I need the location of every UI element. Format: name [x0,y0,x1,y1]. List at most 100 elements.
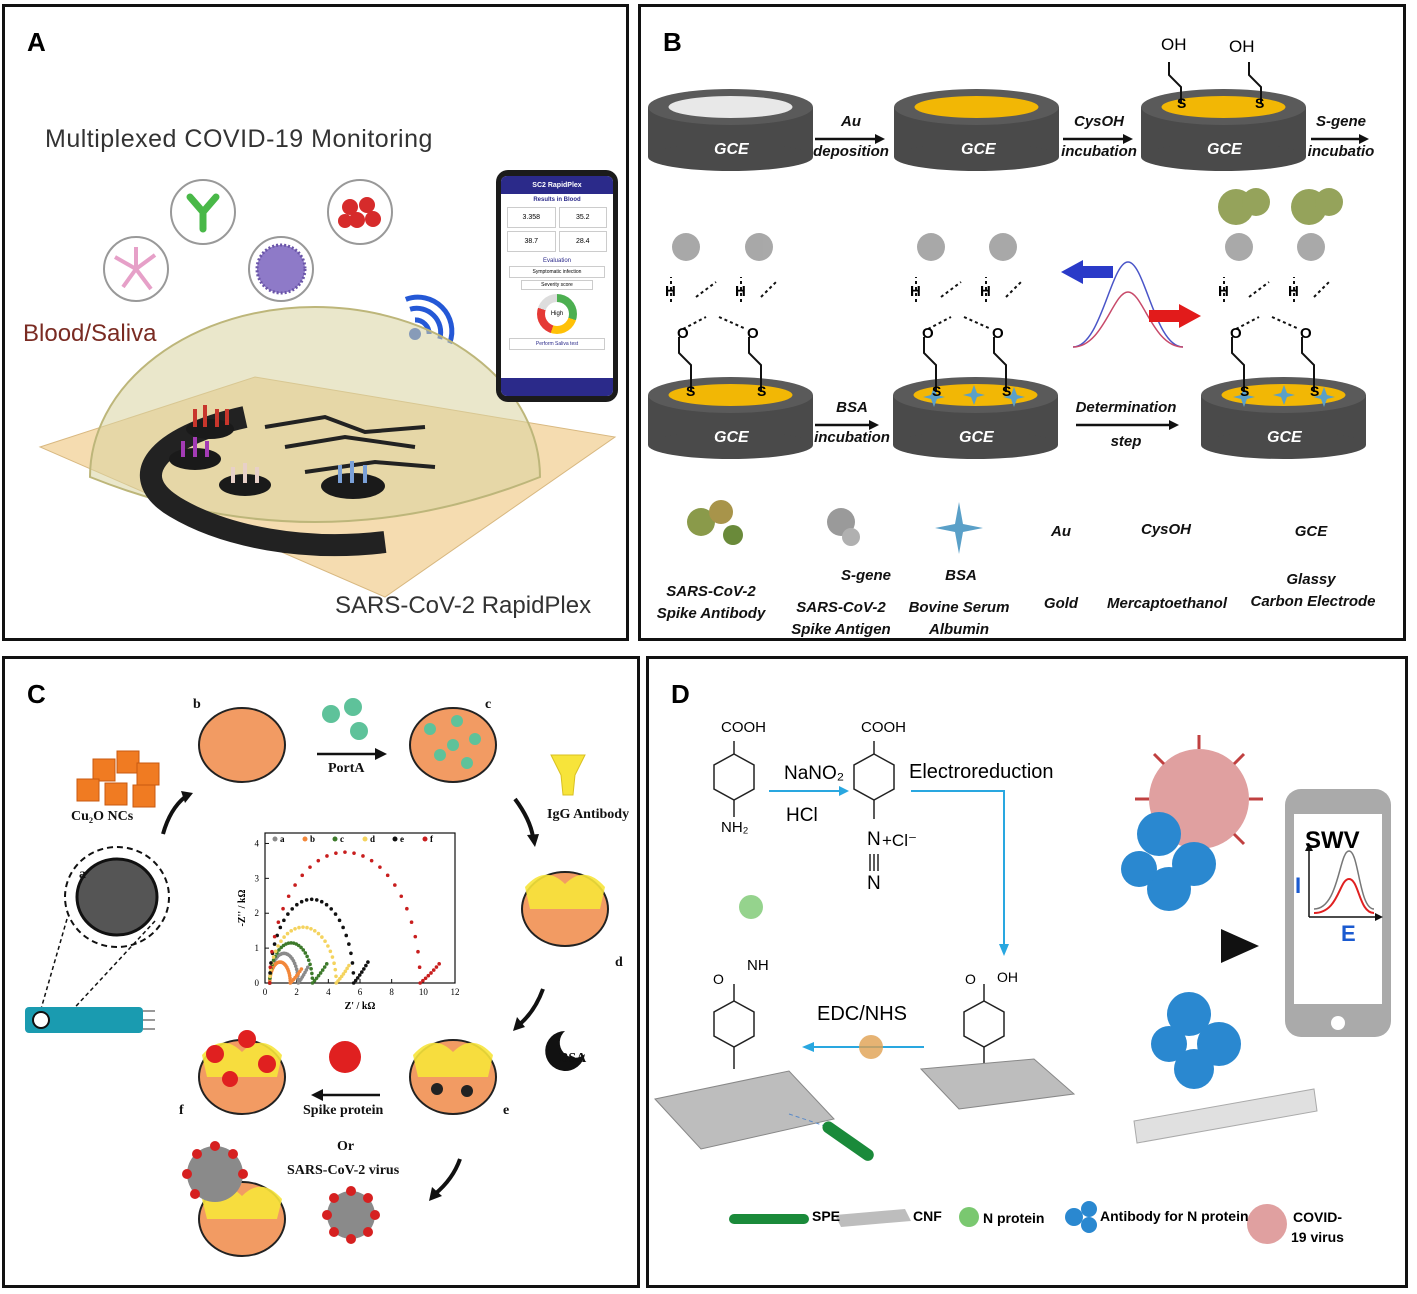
x-tick-label: 8 [389,987,394,997]
data-point-e [314,898,319,902]
data-point-f [413,934,418,939]
antigen-legend-icon [827,508,860,546]
legend-cnf-label: CNF [913,1208,942,1224]
peak-before [1072,261,1184,348]
data-point-f [308,865,312,869]
o-label-5: O [1230,325,1242,342]
sample-label: Blood/Saliva [23,320,157,347]
s-label-3: S [686,383,696,399]
legend-label-b: b [310,834,315,844]
o-label-6: O [1300,325,1312,342]
data-point-d [328,949,333,954]
legend-spe-icon [729,1214,809,1224]
legend-bsa-line1: Bovine Serum [908,599,1010,616]
legend-label-a: a [280,834,285,844]
data-point-e [295,902,299,907]
legend-symbol-au: Au [1051,523,1071,540]
legend-symbol-cysoh: CysOH [1140,521,1192,538]
signal-triangle-icon [1221,929,1259,963]
antibody-icon-1 [1121,812,1216,911]
data-point-c [310,976,315,980]
phone-app-title: SC2 RapidPlex [501,176,613,194]
data-point-a [305,965,310,970]
s-label-7: S [1240,383,1250,399]
virus-icon [327,1191,375,1239]
o-label-2: O [747,325,759,342]
phone-value-3: 38.7 [507,231,556,252]
data-point-c [322,965,327,969]
au-surface-1 [914,96,1039,118]
legend-antibody-label: Antibody for N protein [1100,1208,1249,1224]
data-point-c [309,966,313,971]
legend-virus-label-2: 19 virus [1291,1229,1344,1245]
data-point-d [323,939,327,944]
data-point-e [362,967,366,971]
sensor-strip [25,1007,143,1033]
data-point-c [303,951,308,955]
legend-marker-a [272,836,278,842]
data-point-f [399,894,404,899]
legend-gce-line2: Carbon Electrode [1250,593,1376,610]
step-1-top: Au [841,113,861,130]
data-point-e [355,976,360,980]
phone-status: Symptomatic infection [509,266,605,278]
data-point-d [334,974,338,979]
panel-label-a: A [27,27,46,57]
bsa-icon [545,1031,585,1071]
data-point-f [369,858,374,863]
data-point-f [418,981,422,985]
data-point-f [405,906,409,911]
data-point-d [347,963,351,968]
legend-gold: Gold [1043,595,1079,612]
label-b: b [193,697,201,712]
electroreduction-label: Electroreduction [909,761,1054,783]
data-point-c [310,971,314,976]
phone-evaluation: Evaluation [542,258,572,264]
s-label-2: S [1255,95,1265,111]
virus-label: SARS-CoV-2 virus [287,1163,400,1178]
data-point-f [343,850,347,854]
data-point-d [282,935,286,939]
data-point-a [294,967,299,972]
data-point-e [282,918,286,923]
step-5-top: Determination [1075,399,1177,416]
antibody-icon-2 [1151,992,1241,1089]
legend-label-f: f [430,834,434,844]
data-point-c [299,945,303,950]
nh2-label: NH₂ [721,819,749,836]
au-surface-2 [1161,96,1286,118]
legend-antibody-line2: Spike Antibody [656,605,766,622]
data-point-f [429,971,433,975]
x-axis-label: Z' / kΩ [345,1001,376,1011]
data-point-f [431,968,436,972]
legend-marker-c [332,836,338,842]
oh-label-1: OH [1161,35,1187,54]
data-point-d [341,972,346,976]
data-point-f [393,883,397,887]
data-point-a [292,961,297,966]
data-point-f [434,965,439,969]
label-a: a [79,867,86,882]
h-label-1: H [665,283,676,300]
data-point-e [299,899,304,904]
severity-gauge: High [537,294,577,334]
x-tick-label: 10 [419,987,429,997]
phone-value-2: 35.2 [558,207,607,228]
data-point-e [290,907,295,911]
step-3-bottom: incubatio [1307,143,1375,160]
phone-action-button[interactable]: Perform Saliva test [509,338,605,350]
data-point-f [267,981,272,985]
data-point-e [337,918,342,923]
data-point-e [351,981,356,985]
legend-label-e: e [400,834,404,844]
porta-label: PortA [328,761,365,776]
axis-i-label: I [1295,873,1302,898]
data-point-e [309,897,314,902]
legend-bsa-line2: Albumin [929,621,989,638]
data-point-f [361,854,365,858]
h-label-6: H [1288,283,1299,300]
data-point-c [312,978,317,983]
data-point-c [301,948,306,952]
data-point-c [320,968,325,972]
